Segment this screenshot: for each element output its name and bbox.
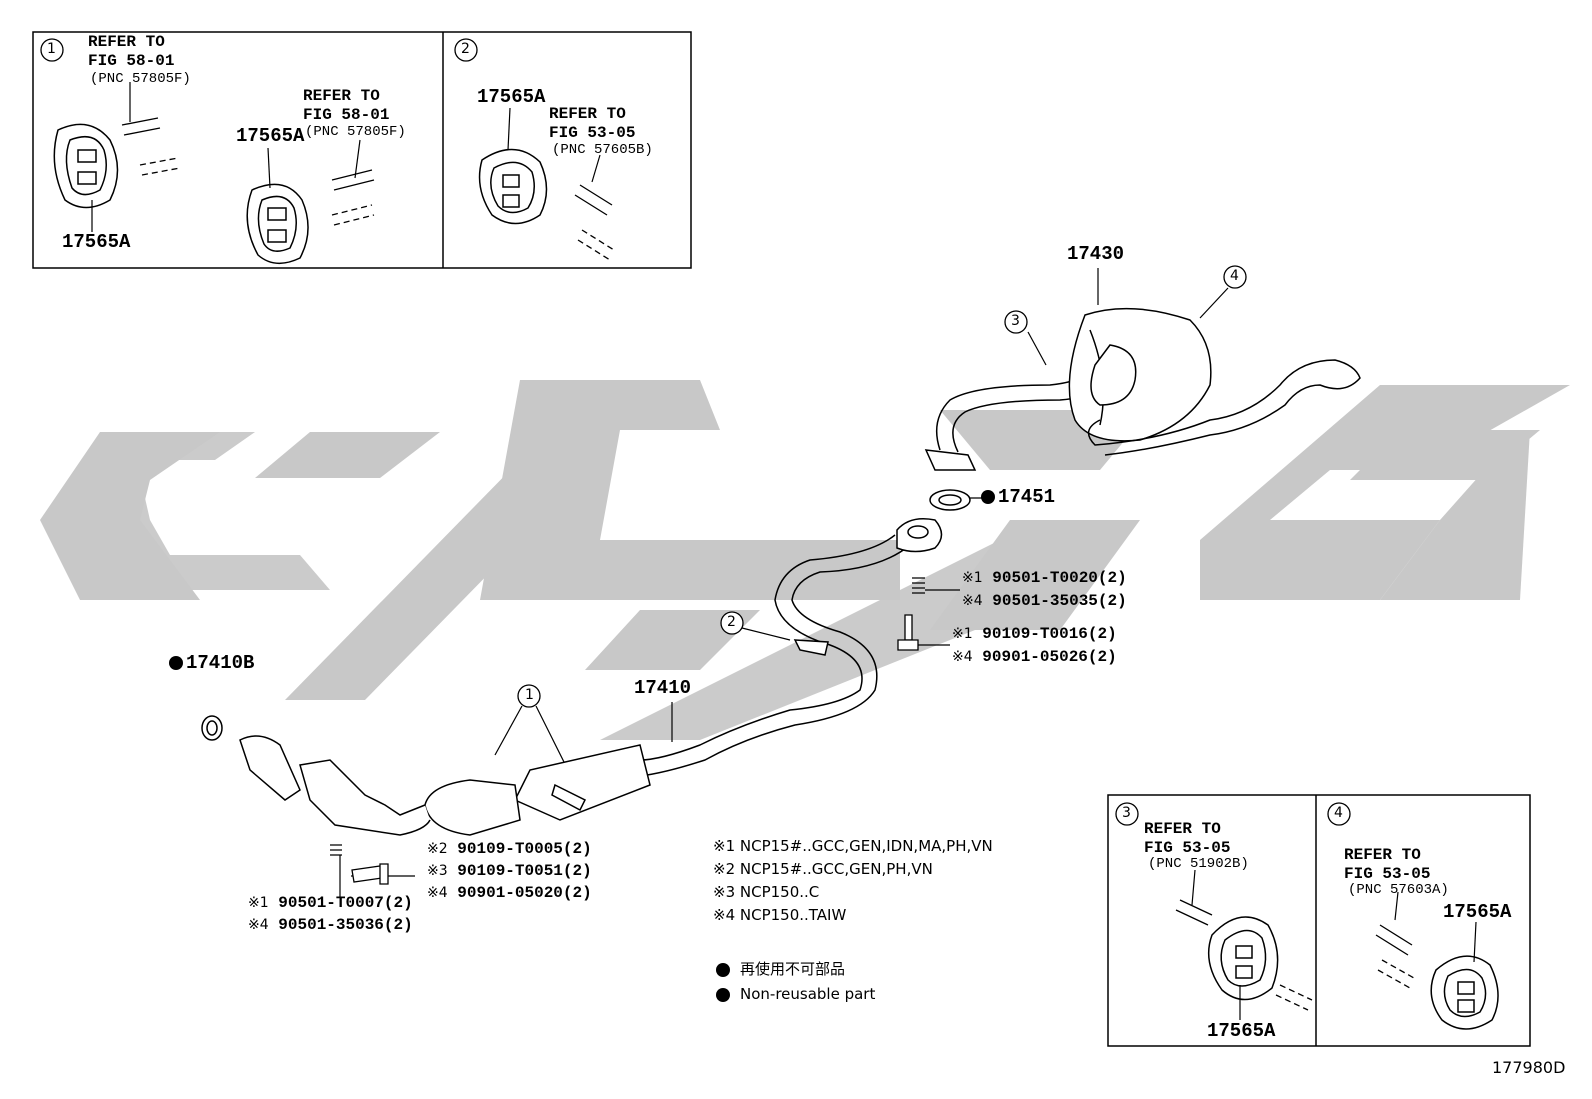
diagram-id: 177980D: [1492, 1058, 1566, 1077]
part-17430: 17430: [1067, 243, 1125, 265]
inset1-refer-a-line1: REFER TO: [88, 33, 165, 51]
model-mark: ※3: [427, 863, 448, 879]
front-spring-row-1: ※1 90501-T0007(2): [248, 894, 413, 911]
model-note-2: ※2 NCP15#..GCC,GEN,PH,VN: [713, 860, 933, 878]
hanger-pins: [121, 117, 1415, 1011]
inset4-refer-pnc: (PNC 57603A): [1348, 882, 1449, 898]
part-17410B: 17410B: [186, 652, 255, 674]
rear-muffler: [924, 307, 1361, 511]
part-code: 90501-35035(2): [992, 592, 1127, 610]
rear-bolt-row-1: ※1 90109-T0016(2): [952, 625, 1117, 642]
legend-en: Non-reusable part: [740, 985, 876, 1003]
model-mark: ※1: [962, 570, 983, 586]
part-code: 90109-T0051(2): [457, 862, 592, 880]
model-mark: ※4: [962, 593, 983, 609]
part-code: 90501-T0007(2): [278, 894, 413, 912]
model-mark: ※4: [248, 917, 269, 933]
inset-frame-bottom: [1107, 794, 1531, 1047]
front-bolt-row-2: ※3 90109-T0051(2): [427, 862, 592, 879]
inset4-refer-line2: FIG 53-05: [1344, 865, 1431, 883]
inset1-part-a: 17565A: [62, 231, 131, 253]
inset1-refer-a-pnc: (PNC 57805F): [90, 71, 191, 87]
inset4-part: 17565A: [1443, 901, 1512, 923]
part-code: 90501-35036(2): [278, 916, 413, 934]
model-mark: ※1: [248, 895, 269, 911]
part-17451: 17451: [998, 486, 1056, 508]
non-reusable-markers: [169, 490, 995, 1002]
inset2-number: 2: [461, 41, 470, 57]
model-mark: ※4: [427, 885, 448, 901]
inset4-number: 4: [1334, 805, 1343, 821]
exhaust-pipe: [201, 518, 943, 836]
hanger-drawings: [53, 123, 1499, 1030]
fastener-drawings: [330, 577, 925, 885]
inset1-number: 1: [47, 41, 56, 57]
part-code: 90109-T0005(2): [457, 840, 592, 858]
inset2-refer-line2: FIG 53-05: [549, 124, 636, 142]
inset3-number: 3: [1122, 805, 1131, 821]
inset3-refer-line1: REFER TO: [1144, 820, 1221, 838]
part-17410: 17410: [634, 677, 692, 699]
part-code: 90109-T0016(2): [982, 625, 1117, 643]
inset3-refer-line2: FIG 53-05: [1144, 839, 1231, 857]
inset1-refer-a-line2: FIG 58-01: [88, 52, 175, 70]
rear-spring-row-2: ※4 90501-35035(2): [962, 592, 1127, 609]
inset-number-circles: [40, 38, 1351, 826]
model-mark: ※4: [952, 649, 973, 665]
inset-frame-top: [32, 31, 692, 269]
callout-4: 4: [1230, 268, 1239, 284]
rear-bolt-row-2: ※4 90901-05026(2): [952, 648, 1117, 665]
model-note-1: ※1 NCP15#..GCC,GEN,IDN,MA,PH,VN: [713, 837, 993, 855]
inset2-refer-pnc: (PNC 57605B): [552, 142, 653, 158]
front-bolt-row-3: ※4 90901-05020(2): [427, 884, 592, 901]
inset1-refer-b-pnc: (PNC 57805F): [305, 124, 406, 140]
front-bolt-row-1: ※2 90109-T0005(2): [427, 840, 592, 857]
part-code: 90901-05026(2): [982, 648, 1117, 666]
inset2-part: 17565A: [477, 86, 546, 108]
front-spring-row-2: ※4 90501-35036(2): [248, 916, 413, 933]
inset1-refer-b-line2: FIG 58-01: [303, 106, 390, 124]
part-code: 90501-T0020(2): [992, 569, 1127, 587]
legend-jp: 再使用不可部品: [740, 960, 846, 978]
callout-3: 3: [1011, 313, 1020, 329]
callout-2: 2: [727, 614, 736, 630]
inset1-part-b: 17565A: [236, 125, 305, 147]
inset4-refer-line1: REFER TO: [1344, 846, 1421, 864]
model-note-3: ※3 NCP150..C: [713, 883, 820, 901]
model-mark: ※1: [952, 626, 973, 642]
model-mark: ※2: [427, 841, 448, 857]
callout-1: 1: [525, 687, 534, 703]
model-note-4: ※4 NCP150..TAIW: [713, 906, 847, 924]
inset2-refer-line1: REFER TO: [549, 105, 626, 123]
rear-spring-row-1: ※1 90501-T0020(2): [962, 569, 1127, 586]
inset1-refer-b-line1: REFER TO: [303, 87, 380, 105]
inset3-refer-pnc: (PNC 51902B): [1148, 856, 1249, 872]
part-code: 90901-05020(2): [457, 884, 592, 902]
inset3-part: 17565A: [1207, 1020, 1276, 1042]
watermark-logo: [40, 380, 1570, 740]
